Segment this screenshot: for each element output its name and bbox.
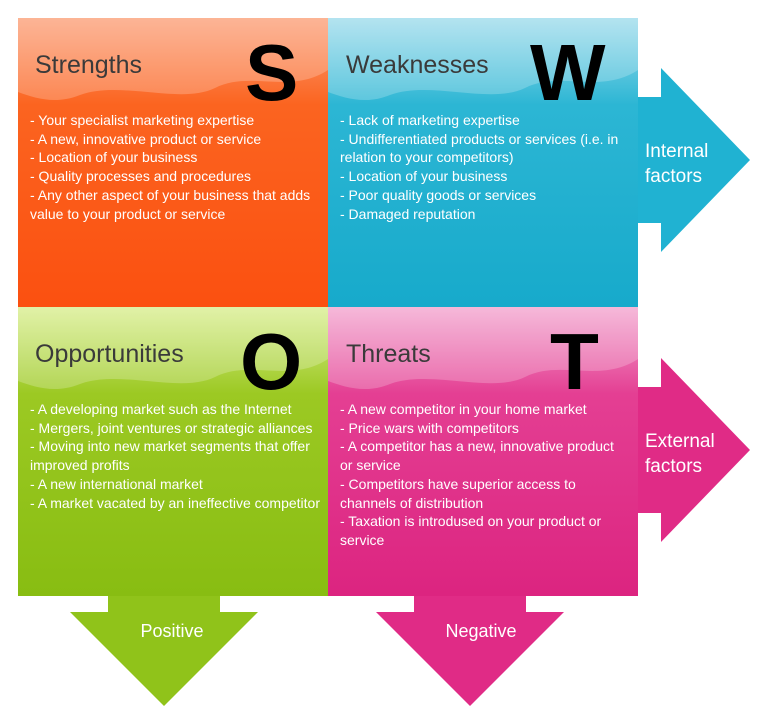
list-item: - A new international market [30,475,203,492]
list-item: - Lack of marketing expertise [340,112,520,128]
strengths-list: - Your specialist marketing expertise - … [30,111,320,223]
negative-arrow [376,560,564,706]
list-item: - Taxation is introdused on your product… [340,513,602,548]
threats-wave [328,307,638,390]
strengths-wave [18,18,328,101]
opportunities-letter: O [240,317,303,406]
threats-list: - A new competitor in your home market -… [340,400,630,550]
list-item: - Mergers, joint ventures or strategic a… [30,419,313,436]
strengths-title: Strengths [35,51,143,79]
negative-label: Negative [445,621,517,641]
list-item: - A competitor has a new, innovative pro… [340,438,614,474]
opportunities-wave [18,307,328,390]
weaknesses-title: Weaknesses [346,51,489,79]
list-item: - Any other aspect of your business that… [30,186,311,222]
list-item: - Price wars with competitors [340,419,519,436]
strengths-background [18,18,328,307]
list-item: - A new competitor in your home market [340,401,587,417]
threats-quadrant: Threats T - A new competitor in your hom… [328,307,638,596]
list-item: - Damaged reputation [340,205,476,222]
list-item: - Location of your business [340,168,508,185]
weaknesses-letter: W [530,28,606,117]
opportunities-list: - A developing market such as the Intern… [30,400,320,512]
list-item: - Location of your business [30,149,198,166]
internal-factors-label: Internal factors [645,141,709,187]
opportunities-title: Opportunities [35,340,184,368]
threats-background [328,307,638,596]
external-factors-label: External factors [645,431,715,477]
opportunities-background [18,307,328,596]
list-item: - A market vacated by an ineffective com… [30,494,321,511]
weaknesses-wave [328,18,638,101]
strengths-quadrant: Strengths S - Your specialist marketing … [18,18,328,307]
list-item: - Moving into new market segments that o… [30,438,310,474]
list-item: - Undifferentiated products or services … [340,130,619,166]
threats-letter: T [550,317,599,406]
list-item: - Quality processes and procedures [30,168,251,185]
weaknesses-list: - Lack of marketing expertise - Undiffer… [340,111,630,223]
list-item: - A new, innovative product or service [30,130,262,147]
weaknesses-background [328,18,638,307]
opportunities-quadrant: Opportunities O - A developing market su… [18,307,328,596]
list-item: - Poor quality goods or services [340,186,537,203]
positive-label: Positive [140,621,204,641]
threats-title: Threats [346,340,431,368]
list-item: - Your specialist marketing expertise [30,112,255,128]
list-item: - A developing market such as the Intern… [30,401,292,417]
strengths-letter: S [245,28,299,117]
weaknesses-quadrant: Weaknesses W - Lack of marketing experti… [328,18,638,307]
positive-arrow [70,560,258,706]
list-item: - Competitors have superior access to ch… [340,475,576,511]
